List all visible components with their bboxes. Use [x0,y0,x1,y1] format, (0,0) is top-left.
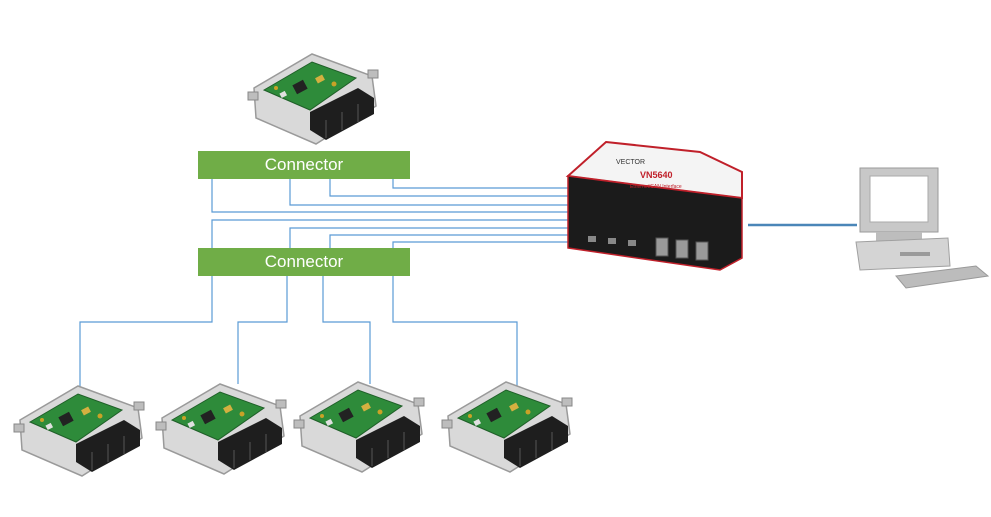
ecu-module-icon [293,381,425,473]
wire-ecu-4 [392,276,518,388]
interface-brand: VECTOR [616,159,645,166]
port-icon [628,240,636,246]
wire-bottom-1 [211,219,568,248]
wire-top-3 [329,178,568,197]
port-icon [695,241,709,261]
wire-ecu-1 [79,276,213,392]
wire-top-4 [392,178,568,189]
wire-bottom-4 [392,241,568,248]
ecu-module-icon [247,53,379,145]
wire-ecu-2 [237,276,288,384]
wire-bottom-3 [329,234,568,248]
port-icon [588,236,596,242]
interface-subtitle: Ethernet/CAN Interface [630,184,682,190]
wires [79,178,568,392]
ecu-module-icon [441,381,573,473]
interface-model: VN5640 [640,170,673,180]
ecu-module-icon [155,383,287,475]
port-icon [675,239,689,259]
wire-bottom-2 [289,227,568,248]
desktop-computer-icon [855,167,990,289]
wire-ecu-3 [322,276,371,384]
port-icon [655,237,669,257]
wire-top-1 [211,178,568,213]
connector-bottom: Connector [198,248,410,276]
wire-top-2 [289,178,568,206]
connector-top: Connector [198,151,410,179]
ecu-module-icon [13,385,145,477]
port-icon [608,238,616,244]
network-interface-icon: VECTOR VN5640 Ethernet/CAN Interface [565,140,743,271]
